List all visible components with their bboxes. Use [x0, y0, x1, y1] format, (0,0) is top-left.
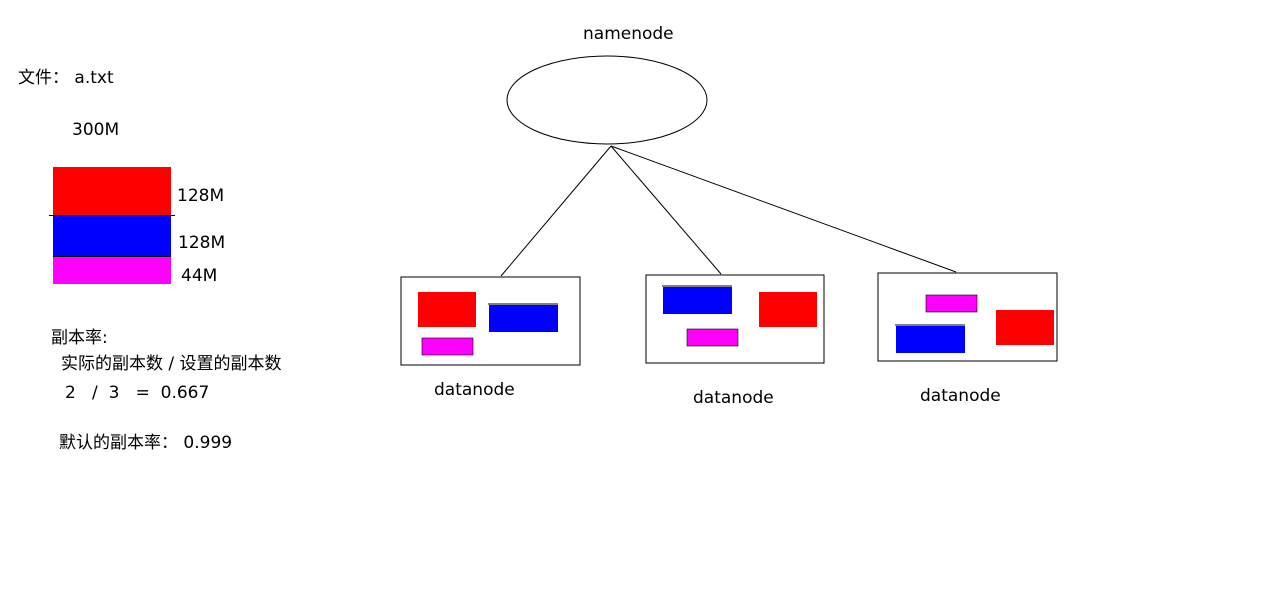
datanode-label-3: datanode — [920, 386, 1001, 406]
dn1-block-magenta — [421, 337, 474, 356]
datanode-label-2: datanode — [693, 388, 774, 408]
replication-default: 默认的副本率： 0.999 — [59, 433, 233, 453]
replication-formula: 实际的副本数 / 设置的副本数 — [61, 354, 282, 374]
dn1-block-blue — [489, 305, 558, 332]
dn3-block-red — [996, 310, 1054, 345]
block-size-label-1: 128M — [177, 186, 225, 206]
block-red — [53, 167, 171, 215]
replication-example: 2 / 3 = 0.667 — [65, 383, 210, 403]
replication-title: 副本率: — [51, 328, 108, 348]
connector-line-3 — [610, 145, 957, 273]
block-size-label-2: 128M — [178, 233, 226, 253]
dn2-block-red — [759, 292, 817, 327]
file-total-size: 300M — [72, 120, 120, 140]
block-size-label-3: 44M — [181, 266, 218, 286]
dn2-block-blue — [663, 287, 732, 314]
block-divider-1 — [49, 215, 175, 216]
dn1-block-red — [418, 292, 476, 327]
block-magenta — [53, 257, 171, 284]
block-blue — [53, 216, 171, 256]
block-divider-2 — [53, 256, 171, 257]
connector-line-2 — [610, 145, 722, 275]
namenode-ellipse — [506, 55, 708, 145]
dn3-block-blue — [896, 326, 965, 353]
namenode-label: namenode — [583, 24, 674, 44]
connector-line-1 — [500, 145, 612, 277]
dn2-block-magenta — [686, 328, 739, 347]
datanode-label-1: datanode — [434, 380, 515, 400]
dn3-block-magenta — [925, 294, 978, 313]
file-label: 文件： a.txt — [18, 68, 114, 88]
